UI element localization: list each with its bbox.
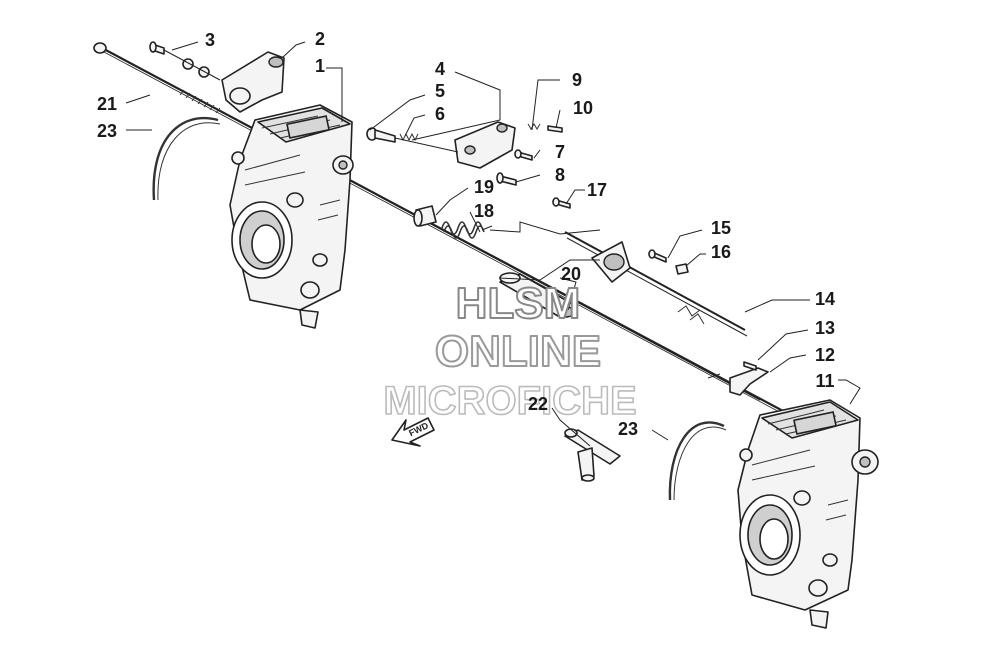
- callout-23-right: 23: [618, 419, 638, 439]
- callout-1: 1: [315, 56, 325, 76]
- throttle-lever: [454, 121, 516, 169]
- callout-14: 14: [815, 289, 835, 309]
- callout-6: 6: [435, 104, 445, 124]
- callout-13: 13: [815, 318, 835, 338]
- watermark-line-1: HLSM: [456, 279, 581, 328]
- right-carburetor: [737, 399, 879, 629]
- watermark: HLSM ONLINE MICROFICHE: [383, 278, 638, 424]
- callout-15: 15: [711, 218, 731, 238]
- cable-bracket: [221, 51, 285, 113]
- callout-19: 19: [474, 177, 494, 197]
- callout-labels: 2 1 3 4 5 6 9 10 7 8 19 18 17 15 16 20 1…: [97, 29, 835, 439]
- return-spring: [441, 221, 493, 239]
- callout-9: 9: [572, 70, 582, 90]
- shaft-collar: [413, 205, 437, 227]
- callout-20: 20: [561, 264, 581, 284]
- link-line: [329, 169, 761, 401]
- adjust-screw: [366, 127, 396, 143]
- callout-2: 2: [315, 29, 325, 49]
- watermark-line-3: MICROFICHE: [383, 379, 636, 423]
- callout-18: 18: [474, 201, 494, 221]
- callout-8: 8: [555, 165, 565, 185]
- forward-arrow: FWD: [391, 417, 435, 447]
- callout-7: 7: [555, 142, 565, 162]
- callout-22: 21: [97, 94, 117, 114]
- callout-12: 12: [815, 345, 835, 365]
- watermark-line-2: ONLINE: [435, 327, 601, 376]
- leader-lines: [125, 41, 861, 447]
- callout-21: 22: [528, 394, 548, 414]
- screws-small: [496, 123, 571, 209]
- callout-23-left: 23: [97, 121, 117, 141]
- vent-hose-right: [668, 421, 727, 501]
- small-bracket: [729, 361, 769, 396]
- callout-17: 17: [587, 180, 607, 200]
- callout-3: 3: [205, 30, 215, 50]
- callout-11: 11: [815, 371, 834, 391]
- cam-screw: [648, 249, 689, 275]
- callout-5: 5: [435, 81, 445, 101]
- cam-rod: [564, 231, 748, 337]
- t-fitting: [564, 428, 621, 482]
- throttle-shaft: [93, 42, 803, 425]
- vent-hose-left: [152, 117, 221, 201]
- screw-and-washers: [149, 41, 221, 81]
- callout-10: 10: [573, 98, 593, 118]
- link-line: [394, 137, 459, 153]
- left-carburetor: [229, 104, 354, 329]
- callout-16: 16: [711, 242, 731, 262]
- callout-4: 4: [435, 59, 445, 79]
